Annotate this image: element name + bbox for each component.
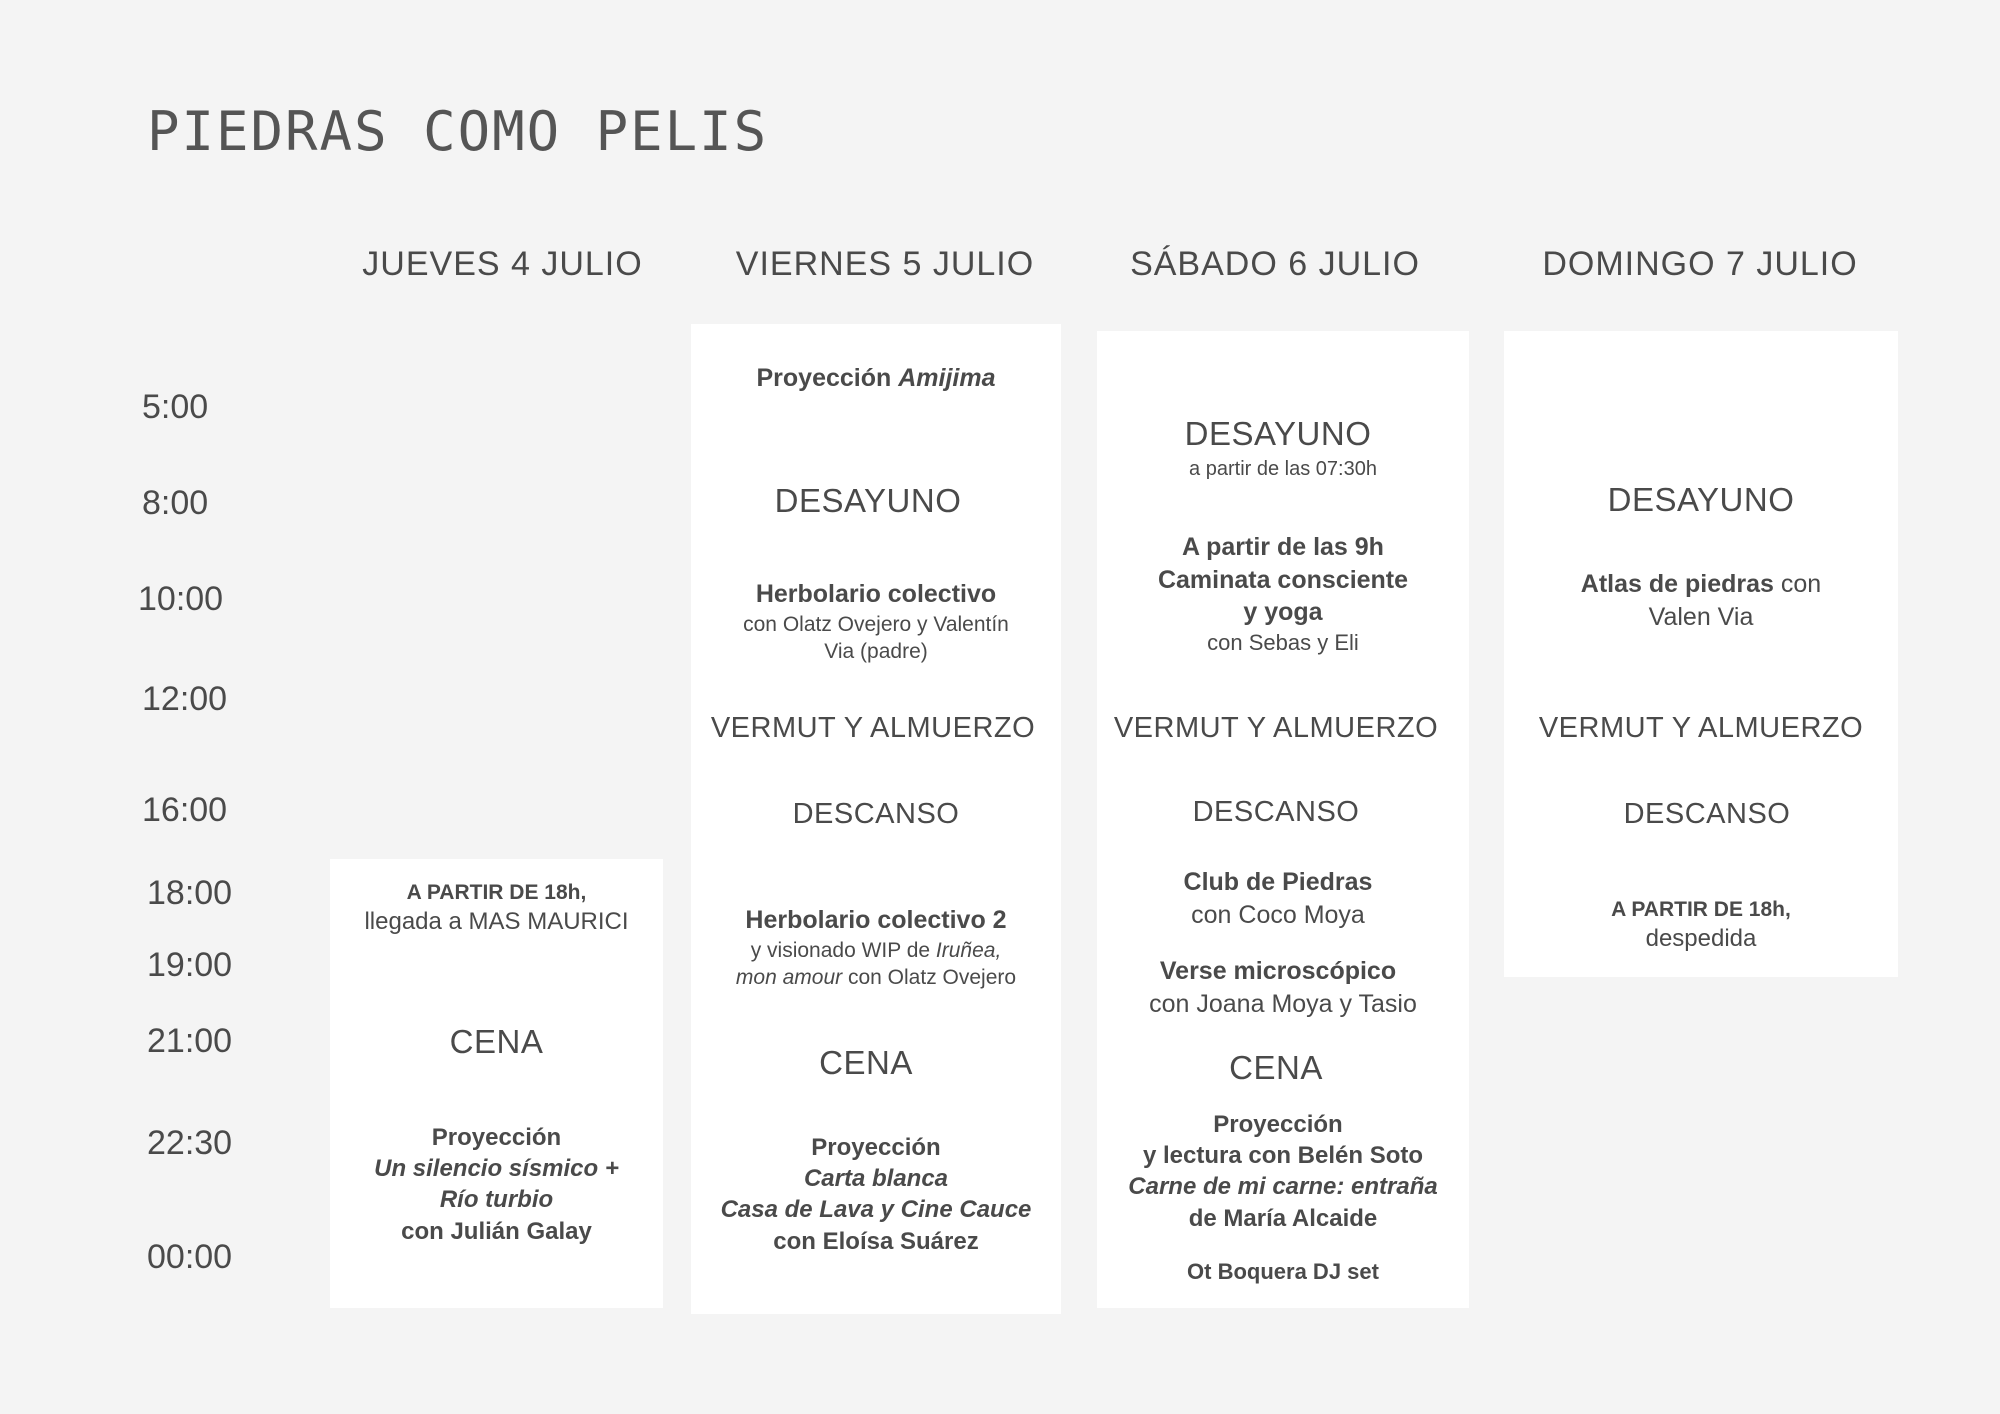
event-screening-title: Casa de Lava y Cine Cauce	[720, 1196, 1032, 1224]
event-herbolario-detail: Via (padre)	[824, 639, 928, 663]
time-label: 8:00	[142, 484, 209, 522]
event-screening: Proyección Un silencio sísmico + Río tur…	[330, 1122, 663, 1247]
event-screening-heading: Proyección	[1213, 1111, 1343, 1138]
time-label: 21:00	[147, 1022, 233, 1060]
page-title: PIEDRAS COMO PELIS	[147, 100, 769, 163]
event-screening-heading: Proyección	[431, 1124, 562, 1151]
schedule-card-friday: Proyección Amijima DESAYUNO Herbolario c…	[691, 324, 1061, 1314]
event-dinner: CENA	[819, 1044, 913, 1081]
event-breakfast: DESAYUNO	[1607, 481, 1795, 518]
event-walk-yoga-heading: Caminata consciente	[1157, 565, 1409, 594]
event-herbolario-2-heading: Herbolario colectivo 2	[745, 906, 1007, 934]
event-atlas-host: Valen Via	[1648, 602, 1754, 631]
event-vermut: VERMUT Y ALMUERZO	[710, 712, 1036, 744]
event-screening-carta-blanca: Proyección Carta blanca Casa de Lava y C…	[691, 1132, 1061, 1257]
event-screening-heading: Proyección	[811, 1134, 941, 1161]
event-rest: DESCANSO	[1623, 798, 1791, 830]
event-club-heading: Club de Piedras	[1183, 868, 1373, 896]
event-verse-heading: Verse microscópico	[1159, 957, 1397, 985]
event-herbolario-2-detail: y visionado WIP de Iruñea,	[691, 937, 1061, 964]
event-walk-yoga-heading: y yoga	[1243, 598, 1323, 626]
event-dj-set: Ot Boquera DJ set	[1187, 1259, 1379, 1284]
event-screening-title: Un silencio sísmico +	[374, 1155, 619, 1183]
event-screening-host: con Julián Galay	[401, 1217, 592, 1245]
day-header-friday: VIERNES 5 JULIO	[735, 245, 1035, 283]
event-walk-yoga: A partir de las 9h Caminata consciente y…	[1097, 531, 1469, 657]
event-atlas-heading: Atlas de piedras con	[1504, 568, 1898, 601]
event-rest: DESCANSO	[1192, 796, 1360, 828]
event-breakfast-detail: a partir de las 07:30h	[1189, 457, 1377, 480]
event-herbolario-heading: Herbolario colectivo	[755, 580, 997, 608]
schedule-card-saturday: DESAYUNO a partir de las 07:30h A partir…	[1097, 331, 1469, 1308]
event-dinner: CENA	[1229, 1049, 1323, 1086]
event-herbolario-2-detail: mon amour con Olatz Ovejero	[691, 964, 1061, 991]
event-arrival-heading: A PARTIR DE 18h,	[406, 881, 587, 904]
event-screening-amijima: Proyección Amijima	[691, 362, 1061, 395]
event-screening-host: de María Alcaide	[1188, 1204, 1378, 1232]
event-farewell-heading: A PARTIR DE 18h,	[1611, 898, 1791, 921]
event-screening-heading: y lectura con Belén Soto	[1142, 1142, 1424, 1170]
time-label: 16:00	[142, 791, 228, 829]
event-dinner: CENA	[449, 1023, 544, 1060]
event-vermut: VERMUT Y ALMUERZO	[1538, 712, 1864, 744]
event-atlas: Atlas de piedras con Valen Via	[1504, 568, 1898, 633]
day-header-thursday: JUEVES 4 JULIO	[362, 245, 643, 283]
event-farewell-detail: despedida	[1645, 925, 1757, 953]
event-herbolario: Herbolario colectivo con Olatz Ovejero y…	[691, 578, 1061, 665]
event-herbolario-2: Herbolario colectivo 2 y visionado WIP d…	[691, 904, 1061, 991]
event-herbolario-detail: con Olatz Ovejero y Valentín	[743, 612, 1009, 636]
event-arrival-detail: llegada a MAS MAURICI	[364, 908, 629, 936]
event-vermut: VERMUT Y ALMUERZO	[1113, 712, 1439, 744]
time-label: 19:00	[147, 946, 233, 984]
event-farewell: A PARTIR DE 18h, despedida	[1504, 896, 1898, 954]
event-walk-yoga-heading: A partir de las 9h	[1182, 533, 1384, 561]
event-screening-title: Río turbio	[439, 1186, 554, 1214]
event-screening-title: Carta blanca	[803, 1165, 949, 1193]
detail-text: y visionado WIP de	[750, 938, 931, 962]
time-label: 5:00	[142, 388, 209, 426]
event-atlas-con: con	[1780, 570, 1822, 598]
event-screening-host: con Eloísa Suárez	[773, 1227, 979, 1255]
event-walk-yoga-host: con Sebas y Eli	[1207, 629, 1359, 655]
event-verse-host: con Joana Moya y Tasio	[1149, 989, 1417, 1018]
schedule-card-thursday: A PARTIR DE 18h, llegada a MAS MAURICI C…	[330, 859, 663, 1308]
event-club-host: con Coco Moya	[1191, 900, 1365, 929]
event-rest: DESCANSO	[792, 798, 960, 830]
time-label: 00:00	[147, 1238, 233, 1276]
event-screening-title: Carne de mi carne: entraña	[1128, 1173, 1438, 1201]
event-screening-title: Amijima	[898, 364, 996, 392]
event-atlas-title: Atlas de piedras	[1580, 570, 1774, 598]
time-label: 18:00	[147, 874, 233, 912]
event-breakfast-heading: DESAYUNO	[1184, 415, 1372, 452]
day-header-sunday: DOMINGO 7 JULIO	[1542, 245, 1858, 283]
schedule-card-sunday: DESAYUNO Atlas de piedras con Valen Via …	[1504, 331, 1898, 977]
detail-text: con Olatz Ovejero	[847, 965, 1017, 989]
detail-film-title: mon amour	[735, 965, 843, 989]
detail-film-title: Iruñea,	[935, 938, 1002, 962]
event-club-piedras: Club de Piedras con Coco Moya	[1097, 866, 1469, 931]
event-verse: Verse microscópico con Joana Moya y Tasi…	[1097, 955, 1469, 1020]
event-screening-label: Proyección	[756, 364, 892, 392]
time-label: 10:00	[138, 580, 224, 618]
event-breakfast: DESAYUNO a partir de las 07:30h	[1097, 413, 1469, 482]
event-arrival: A PARTIR DE 18h, llegada a MAS MAURICI	[330, 879, 663, 937]
day-header-saturday: SÁBADO 6 JULIO	[1130, 245, 1420, 283]
time-label: 22:30	[147, 1124, 233, 1162]
event-screening-reading: Proyección y lectura con Belén Soto Carn…	[1097, 1109, 1469, 1234]
time-label: 12:00	[142, 680, 228, 718]
event-breakfast: DESAYUNO	[774, 482, 962, 519]
